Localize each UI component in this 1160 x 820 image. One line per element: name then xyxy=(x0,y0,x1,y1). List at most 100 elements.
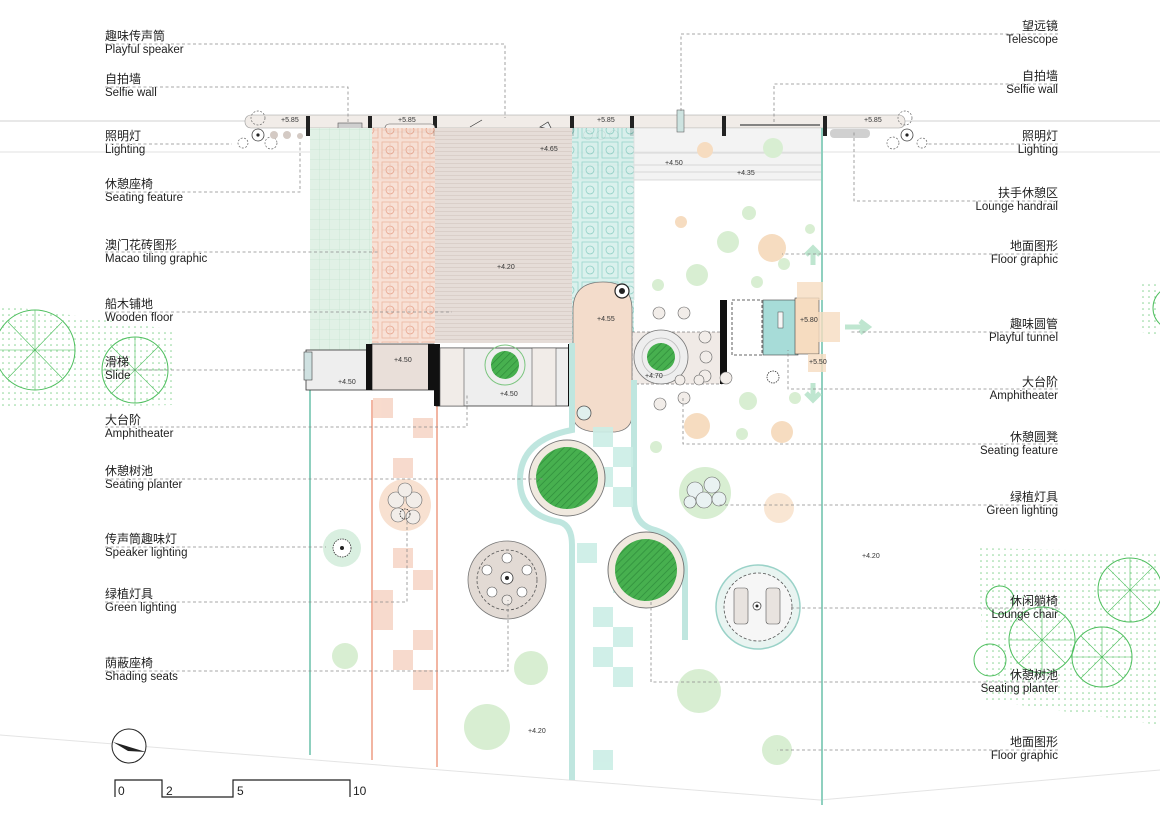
label-zh: 休闲躺椅 xyxy=(1009,594,1058,608)
scale-bar xyxy=(114,779,351,798)
label-en: Green lighting xyxy=(105,602,177,614)
seating-cluster-right xyxy=(679,467,731,519)
scale-10: 10 xyxy=(353,784,367,798)
speaker-lighting xyxy=(323,529,361,567)
label-zh: 地面图形 xyxy=(1009,239,1058,253)
label-zh: 大台阶 xyxy=(105,413,142,427)
label-zh: 望远镜 xyxy=(1021,19,1058,33)
playful-tunnel xyxy=(731,244,873,404)
label-en: Green lighting xyxy=(986,505,1058,517)
label-en: Shading seats xyxy=(105,671,178,683)
label-en: Floor graphic xyxy=(990,750,1058,762)
seating-planter-left xyxy=(528,439,606,517)
right-plaza xyxy=(633,128,823,805)
elev-4: +5.85 xyxy=(864,117,882,124)
leader-lines-left xyxy=(105,43,543,672)
elev-9: +4.55 xyxy=(597,316,615,323)
leader-lines-right xyxy=(650,33,1058,751)
label-en: Wooden floor xyxy=(105,312,174,324)
elev-2: +5.85 xyxy=(398,117,416,124)
green-grid-strip xyxy=(309,128,372,755)
elev-3: +5.85 xyxy=(597,117,615,124)
label-en: Lighting xyxy=(105,144,146,156)
label-zh: 休憩圆凳 xyxy=(1009,430,1058,444)
label-zh: 滑梯 xyxy=(105,355,130,369)
deck-planter xyxy=(484,344,526,386)
elev-5: +4.65 xyxy=(540,146,558,153)
north-arrow-icon xyxy=(111,728,147,764)
scale-2: 2 xyxy=(166,784,173,798)
teal-path xyxy=(516,343,688,780)
label-en: Speaker lighting xyxy=(105,547,188,559)
label-zh: 绿植灯具 xyxy=(1009,490,1058,504)
label-zh: 照明灯 xyxy=(1021,129,1058,143)
label-en: Seating planter xyxy=(105,479,183,491)
label-zh: 照明灯 xyxy=(105,129,142,143)
elev-12: +4.50 xyxy=(394,357,412,364)
label-en: Floor graphic xyxy=(990,254,1058,266)
elev-8: +4.20 xyxy=(497,264,515,271)
label-zh: 自拍墙 xyxy=(1021,69,1058,83)
label-zh: 休憩座椅 xyxy=(105,177,154,191)
label-en: Amphitheater xyxy=(989,390,1058,402)
wooden-floor xyxy=(435,128,572,343)
label-en: Seating feature xyxy=(979,445,1058,457)
label-en: Lighting xyxy=(1017,144,1058,156)
label-zh: 趣味圆管 xyxy=(1009,317,1058,331)
elev-7: +4.35 xyxy=(737,170,755,177)
label-en: Seating feature xyxy=(105,192,184,204)
pink-tiles xyxy=(373,398,433,690)
scale-0: 0 xyxy=(118,784,125,798)
tree-cluster-left xyxy=(0,305,175,408)
label-en: Slide xyxy=(105,370,131,382)
seating-cluster-left xyxy=(379,479,431,531)
label-en: Playful tunnel xyxy=(988,332,1058,344)
label-en: Amphitheater xyxy=(105,428,174,440)
label-zh: 休憩树池 xyxy=(105,464,154,478)
lounge-chair xyxy=(715,564,801,650)
label-zh: 传声筒趣味灯 xyxy=(105,532,178,546)
round-stools xyxy=(652,306,733,411)
label-zh: 扶手休憩区 xyxy=(997,186,1058,200)
elev-13: +4.50 xyxy=(338,379,356,386)
label-zh: 休憩树池 xyxy=(1009,668,1058,682)
label-zh: 澳门花砖图形 xyxy=(105,238,178,252)
elev-17: +4.20 xyxy=(528,728,546,735)
label-zh: 自拍墙 xyxy=(105,72,142,86)
elevation-markers: +5.85 +5.85 +5.85 +5.85 +4.65 +4.50 +4.3… xyxy=(281,117,882,735)
elev-14: +4.50 xyxy=(500,391,518,398)
tree-cluster-right xyxy=(973,283,1160,725)
label-zh: 船木铺地 xyxy=(105,297,154,311)
label-zh: 绿植灯具 xyxy=(105,587,154,601)
elev-10: +5.80 xyxy=(800,317,818,324)
label-en: Lounge chair xyxy=(991,609,1059,621)
arch-platform xyxy=(572,281,633,433)
elev-15: +4.70 xyxy=(645,373,663,380)
scale-5: 5 xyxy=(237,784,244,798)
macao-tile-strip xyxy=(371,128,438,767)
shading-seats xyxy=(467,540,547,620)
